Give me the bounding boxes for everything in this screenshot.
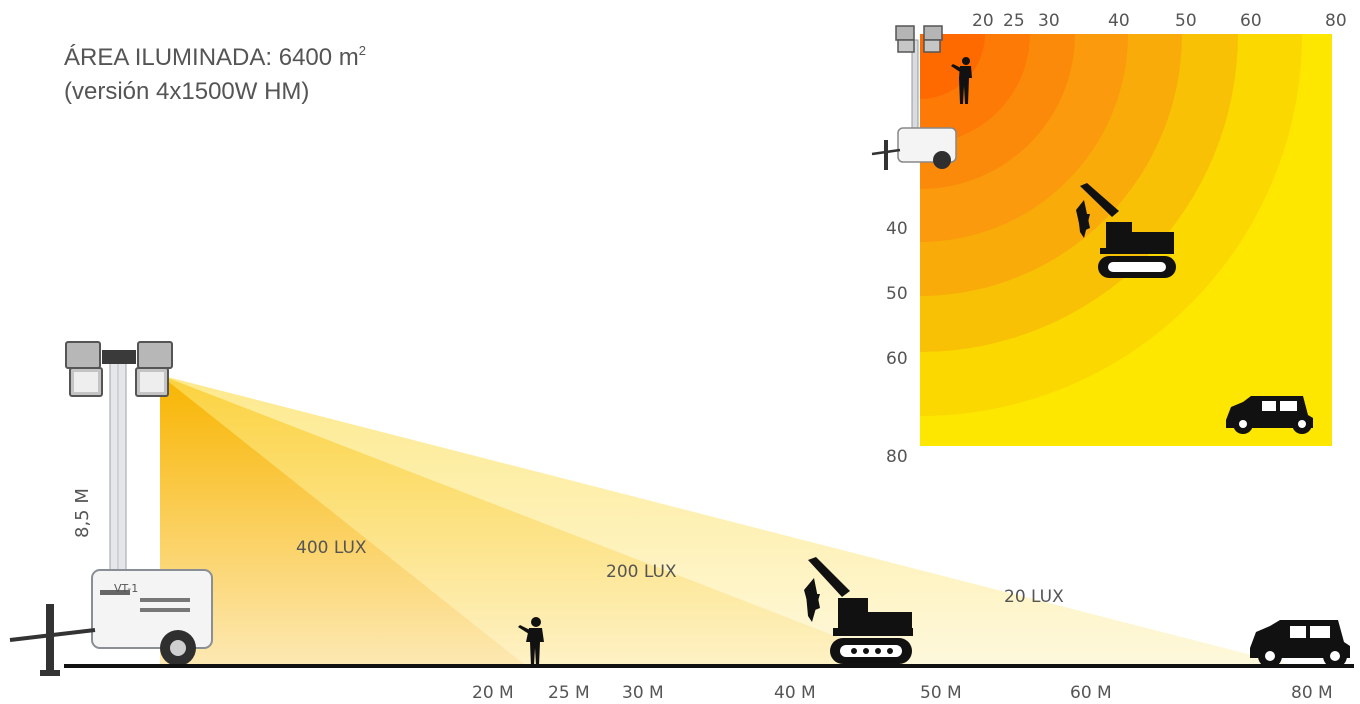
- version-subtitle: (versión 4x1500W HM): [64, 78, 310, 105]
- light-tower-image-small: [871, 25, 957, 170]
- excavator-silhouette: [804, 557, 913, 664]
- excavator-silhouette: [1076, 183, 1176, 278]
- worker-silhouette: [518, 617, 544, 666]
- ground-line: [64, 664, 1354, 668]
- distance-tick-label: 50 M: [920, 683, 962, 703]
- distance-tick-label: 20 M: [472, 683, 514, 703]
- top-tick-label: 50: [1175, 11, 1197, 31]
- side-tick-label: 50: [886, 284, 908, 304]
- side-tick-label: 40: [886, 219, 908, 239]
- top-tick-label: 40: [1108, 11, 1130, 31]
- side-view: VT-1 8,5 M 400 LUX 200 LUX 20 LUX: [9, 341, 1354, 703]
- car-silhouette: [1226, 396, 1313, 434]
- car-silhouette: [1250, 620, 1350, 668]
- distance-tick-label: 30 M: [622, 683, 664, 703]
- diagram-title: ÁREA ILUMINADA: 6400 m2 (versión 4x1500W…: [64, 34, 366, 109]
- lux-label-20: 20 LUX: [1004, 587, 1064, 607]
- top-tick-label: 80: [1325, 11, 1347, 31]
- top-tick-label: 25: [1003, 11, 1025, 31]
- distance-tick-label: 80 M: [1291, 683, 1333, 703]
- area-title: ÁREA ILUMINADA: 6400 m2: [64, 34, 366, 75]
- top-tick-label: 60: [1240, 11, 1262, 31]
- top-tick-label: 20: [972, 11, 994, 31]
- tower-model-label: VT-1: [114, 582, 138, 595]
- lux-label-200: 200 LUX: [606, 562, 677, 582]
- area-label: ÁREA ILUMINADA: 6400 m: [64, 44, 359, 71]
- top-view: 20 25 30 40 50 60 80 40 50 60 80: [871, 11, 1347, 467]
- side-tick-label: 80: [886, 447, 908, 467]
- distance-tick-label: 25 M: [548, 683, 590, 703]
- distance-tick-label: 40 M: [774, 683, 816, 703]
- area-unit-superscript: 2: [358, 43, 367, 58]
- tower-height-label: 8,5 M: [72, 488, 93, 538]
- side-distance-axis: 40 50 60 80: [886, 219, 908, 467]
- distance-axis: 20 M 25 M 30 M 40 M 50 M 60 M 80 M: [472, 683, 1333, 703]
- lux-zone-highlight: [160, 375, 1290, 665]
- light-tower-image: [9, 341, 213, 676]
- lux-label-400: 400 LUX: [296, 538, 367, 558]
- distance-tick-label: 60 M: [1070, 683, 1112, 703]
- side-tick-label: 60: [886, 349, 908, 369]
- worker-silhouette: [951, 57, 972, 104]
- top-tick-label: 30: [1038, 11, 1060, 31]
- top-distance-axis: 20 25 30 40 50 60 80: [972, 11, 1347, 31]
